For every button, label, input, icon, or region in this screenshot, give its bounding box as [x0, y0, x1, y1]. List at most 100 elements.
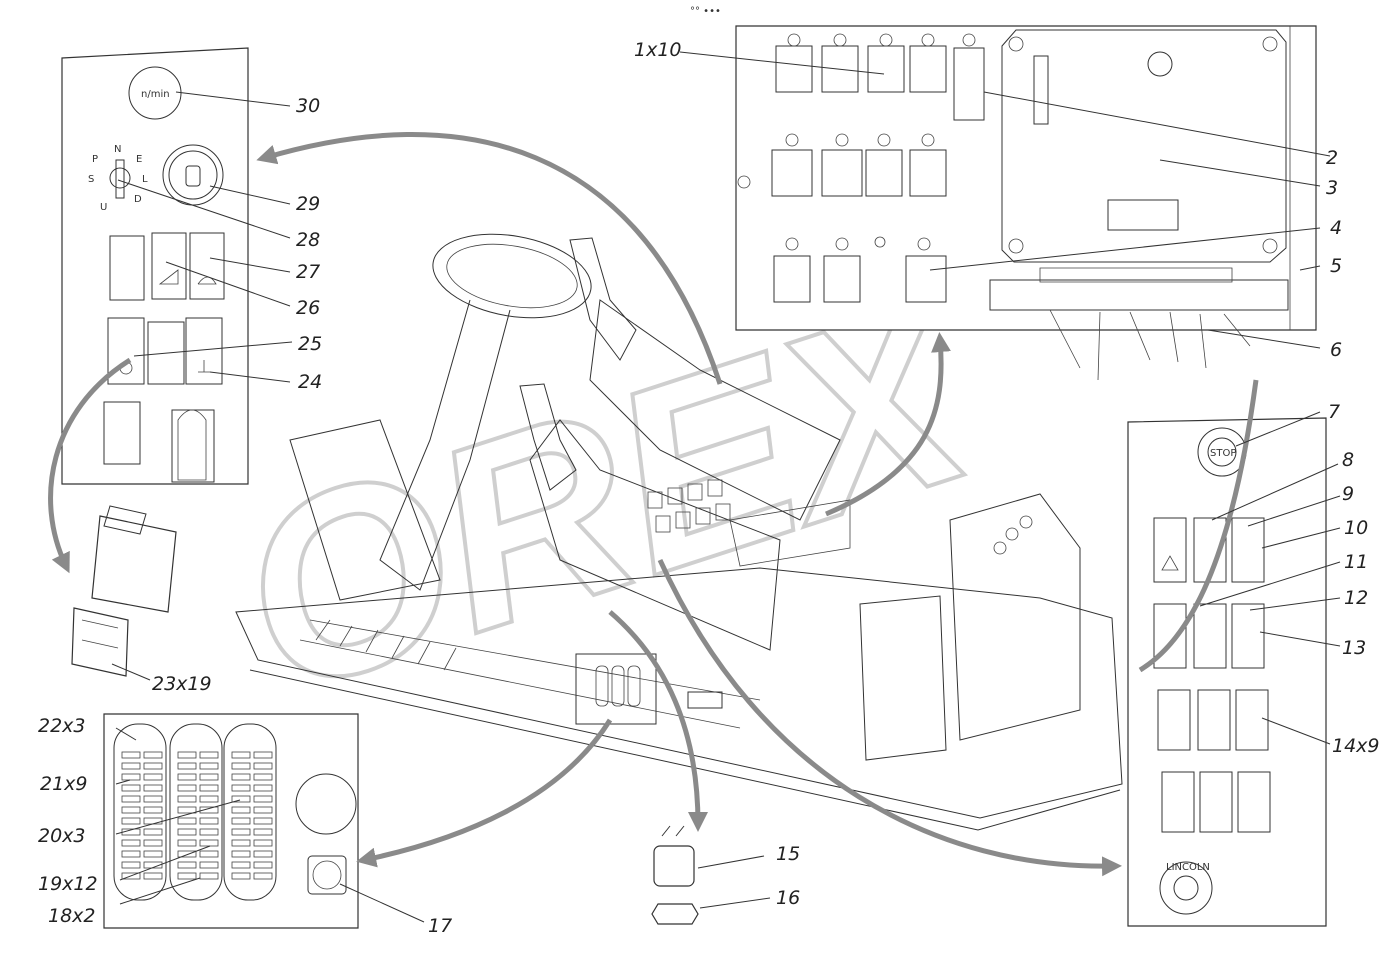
arrow-to-sensor: [608, 610, 708, 832]
callout-14x9: 14x9: [1332, 735, 1380, 757]
fuse-slot: [177, 762, 197, 770]
callout-13: 13: [1342, 637, 1366, 659]
fuse-slot: [177, 751, 197, 759]
fuse-slot: [231, 850, 251, 858]
controller-connector: [1033, 55, 1049, 125]
right-console: [589, 299, 841, 521]
fuse-slot: [231, 795, 251, 803]
gauge-label: n/min: [141, 89, 170, 100]
callout-30: 30: [296, 95, 320, 117]
relay-row-3: [773, 236, 947, 303]
svg-text:N: N: [114, 144, 121, 155]
relay-row-2: [771, 133, 947, 197]
switch-row-11-13: [1153, 603, 1265, 669]
fuse-slot: [253, 839, 273, 847]
fuse-slot: [121, 817, 141, 825]
fuse-slot: [199, 784, 219, 792]
gear-selector: N P E S L U D: [88, 144, 148, 213]
lincoln-label: LINCOLN: [1166, 862, 1210, 873]
rocker-blank: [109, 235, 145, 301]
callout-25: 25: [298, 333, 322, 355]
fuse-slot: [231, 828, 251, 836]
left-console: [289, 419, 441, 601]
fuse-slot: [177, 872, 197, 880]
fuse-slot: [253, 784, 273, 792]
joystick-left: [519, 383, 577, 491]
callout-9: 9: [1342, 483, 1354, 505]
connector-round: [295, 773, 357, 835]
fuse-slot: [199, 806, 219, 814]
callout-3: 3: [1326, 177, 1338, 199]
callout-4: 4: [1330, 217, 1342, 239]
fuse-slot: [231, 784, 251, 792]
leader-lines: [111, 51, 1341, 923]
fuse-slot: [177, 784, 197, 792]
steering-wheel: [432, 233, 592, 319]
callout-labels: 1x10 2 3 4 5 6 7 8 9 10 11 12 13 14x9 15…: [38, 39, 1380, 937]
fuse-slot: [177, 806, 197, 814]
fuse-slot: [143, 872, 163, 880]
fuse-slot: [231, 872, 251, 880]
fuse-slot: [231, 817, 251, 825]
callout-23x19: 23x19: [152, 673, 212, 695]
rocker-switch-25: [107, 317, 145, 385]
fuse-slot: [143, 762, 163, 770]
fuse-slot: [199, 861, 219, 869]
relay-panel: [735, 25, 1317, 381]
arrow-to-right-panel-bottom: [657, 558, 1122, 877]
terminal-strip: [989, 279, 1289, 311]
fuse-slot: [253, 817, 273, 825]
connection-arrows: [48, 132, 1259, 877]
fuse-slot: [121, 795, 141, 803]
fuse-slot: [231, 861, 251, 869]
fuse-slot: [177, 850, 197, 858]
fuse-slot: [121, 784, 141, 792]
arrow-to-right-panel-top: [1138, 379, 1259, 673]
fuse-slot: [199, 850, 219, 858]
fuse-slot: [177, 839, 197, 847]
rocker-switch-23: [71, 505, 177, 677]
fuse-slot: [253, 795, 273, 803]
fuse-slot: [199, 762, 219, 770]
callout-26: 26: [296, 297, 320, 319]
arrow-to-rocker: [48, 357, 132, 574]
fuse-slot: [253, 828, 273, 836]
fuse-slot: [253, 850, 273, 858]
callout-11: 11: [1344, 551, 1368, 573]
fuse-slot: [121, 872, 141, 880]
fuse-slot: [177, 773, 197, 781]
fuse-slot: [177, 817, 197, 825]
fuse-slots: [121, 751, 273, 880]
fuse-slot: [231, 806, 251, 814]
fuse-slot: [231, 773, 251, 781]
fuse-slot: [121, 751, 141, 759]
cab-fuse-block: [575, 653, 723, 725]
fuse-slot: [199, 773, 219, 781]
svg-text:P: P: [92, 154, 98, 165]
cab-relays: [647, 479, 851, 567]
callout-1x10: 1x10: [634, 39, 682, 61]
rocker-switch-26: [151, 232, 187, 300]
fuse-slot: [143, 795, 163, 803]
switch-blanks-14: [1157, 689, 1271, 833]
svg-text:L: L: [142, 174, 148, 185]
callout-10: 10: [1344, 517, 1368, 539]
callout-15: 15: [776, 843, 800, 865]
fuse-slot: [199, 828, 219, 836]
callout-16: 16: [776, 887, 800, 909]
fuse-holders: [113, 723, 277, 901]
top-marker: °° •••: [690, 6, 721, 17]
rocker-switch-27: [189, 232, 225, 300]
switch-blank: [103, 401, 141, 465]
fuse-slot: [253, 773, 273, 781]
fuse-slot: [143, 850, 163, 858]
fuse-slot: [143, 828, 163, 836]
fuse-slot: [177, 795, 197, 803]
connector-17: [307, 855, 347, 895]
callout-8: 8: [1342, 449, 1354, 471]
callout-6: 6: [1330, 339, 1342, 361]
fuse-slot: [143, 784, 163, 792]
callout-12: 12: [1344, 587, 1368, 609]
fuse-slot: [231, 751, 251, 759]
